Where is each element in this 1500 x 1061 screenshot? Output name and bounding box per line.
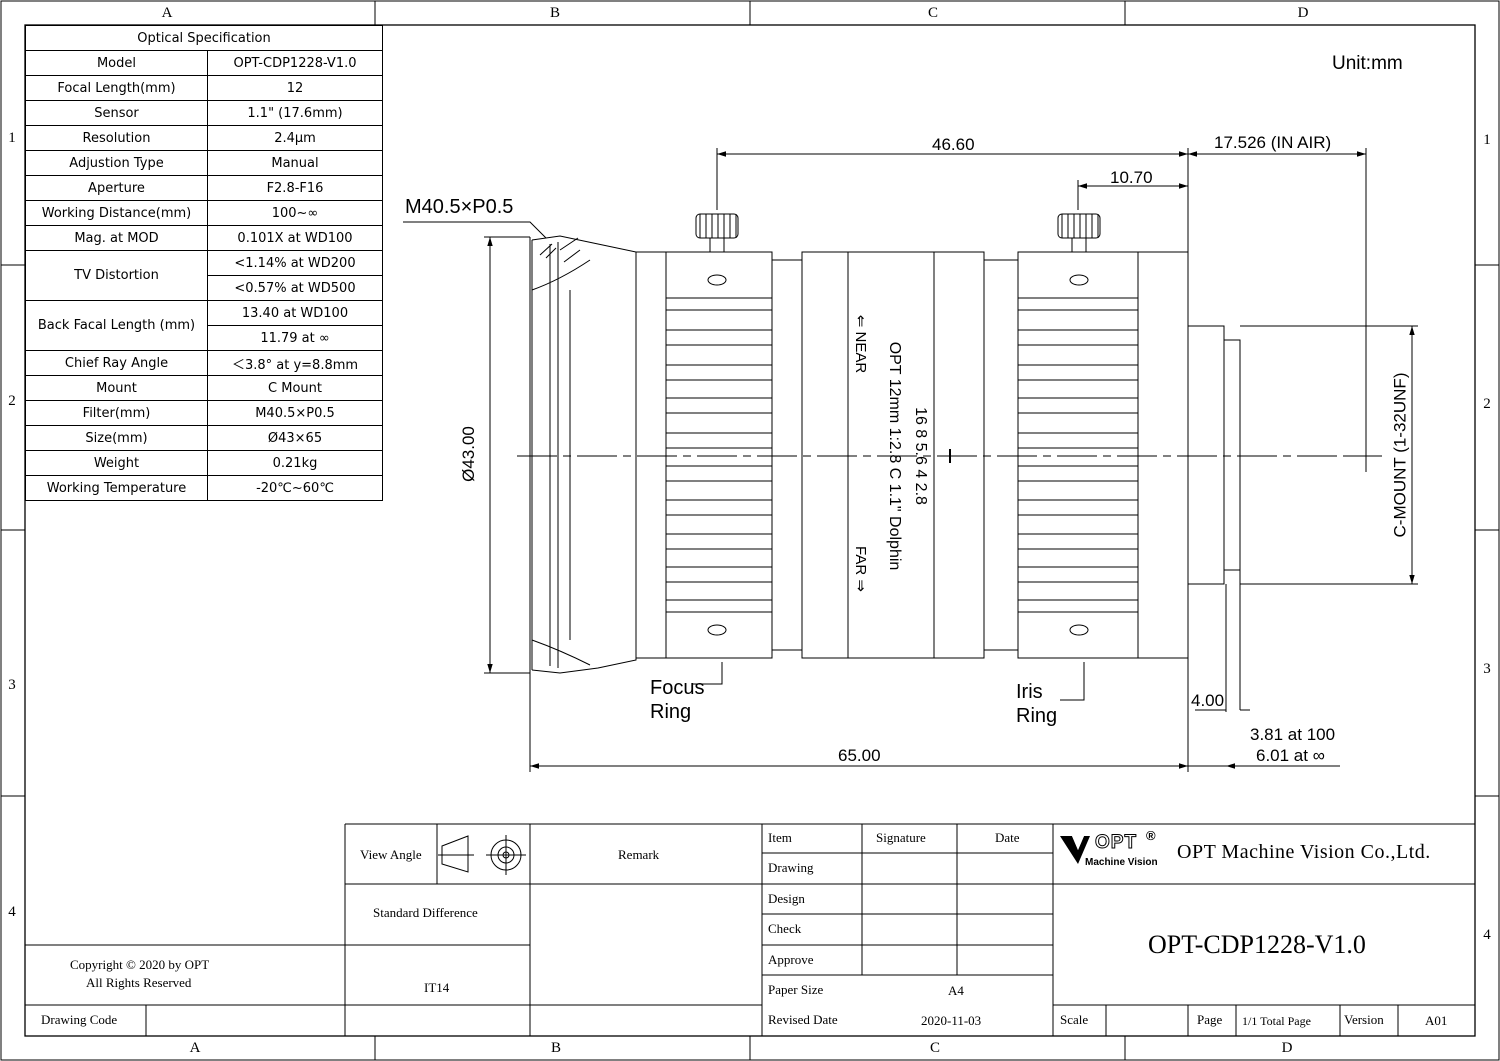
- check-row-label: Check: [768, 921, 802, 936]
- tolerance-value: IT14: [424, 980, 450, 995]
- logo-registered-mark: ®: [1146, 828, 1156, 843]
- spec-value: 0.101X at WD100: [207, 225, 383, 251]
- spec-value: 2.4μm: [207, 125, 383, 151]
- spec-label: Filter(mm): [25, 400, 208, 426]
- design-row-label: Design: [768, 891, 805, 906]
- zone-right-2: 2: [1483, 396, 1491, 412]
- spec-value: -20℃~60℃: [207, 475, 383, 501]
- zone-bottom-c: C: [929, 1040, 940, 1056]
- part-number: OPT-CDP1228-V1.0: [1148, 930, 1366, 959]
- spec-label: Model: [25, 50, 208, 76]
- zone-top-d: D: [1297, 5, 1309, 21]
- version-value: A01: [1425, 1013, 1448, 1028]
- zone-right-4: 4: [1483, 927, 1491, 943]
- spec-label: Working Temperature: [25, 475, 208, 501]
- opt-logo-icon: [1060, 836, 1090, 864]
- zone-left-4: 4: [8, 904, 16, 920]
- date-header: Date: [995, 830, 1020, 845]
- total-page-value: 1/1 Total Page: [1242, 1014, 1311, 1028]
- copyright-line-2: All Rights Reserved: [86, 975, 192, 990]
- projection-symbol-icon: [438, 835, 526, 875]
- thread-label: M40.5×P0.5: [405, 196, 514, 218]
- drawing-code-label: Drawing Code: [41, 1012, 118, 1027]
- paper-size-value: A4: [948, 983, 964, 998]
- zone-left-3: 3: [8, 677, 16, 693]
- zone-top-a: A: [161, 5, 173, 21]
- table-row: Filter(mm)M40.5×P0.5: [25, 400, 383, 426]
- spec-label: Aperture: [25, 175, 208, 201]
- table-row: Working Distance(mm)100~∞: [25, 200, 383, 226]
- logo-text: OPT: [1094, 832, 1138, 854]
- spec-value: Manual: [207, 150, 383, 176]
- zone-bottom-d: D: [1281, 1040, 1293, 1056]
- version-label: Version: [1344, 1012, 1384, 1027]
- table-row: Working Temperature-20℃~60℃: [25, 475, 383, 501]
- zone-top-c: C: [927, 5, 938, 21]
- zone-top-b: B: [549, 5, 560, 21]
- table-row: Chief Ray Angle＜3.8° at y=8.8mm: [25, 350, 383, 376]
- dimension-10-70: 10.70: [1110, 168, 1153, 187]
- spec-value: <1.14% at WD200: [207, 250, 383, 276]
- zone-left-2: 2: [8, 393, 16, 409]
- dimension-46-60: 46.60: [932, 135, 975, 154]
- dimension-6-01: 6.01 at ∞: [1256, 746, 1325, 765]
- revised-date-label: Revised Date: [768, 1012, 838, 1027]
- spec-value: 0.21kg: [207, 450, 383, 476]
- dimension-4-00: 4.00: [1191, 691, 1225, 710]
- scale-label: Scale: [1060, 1012, 1089, 1027]
- dimension-17-526: 17.526 (IN AIR): [1214, 133, 1332, 152]
- spec-value: ＜3.8° at y=8.8mm: [207, 350, 383, 376]
- copyright-line-1: Copyright © 2020 by OPT: [70, 957, 210, 972]
- spec-value: Ø43×65: [207, 425, 383, 451]
- remark-label: Remark: [618, 847, 660, 862]
- approve-row-label: Approve: [768, 952, 814, 967]
- focus-ring-label: Focus Ring: [650, 677, 705, 723]
- item-header: Item: [768, 830, 792, 845]
- zone-left-1: 1: [8, 130, 16, 146]
- unit-label: Unit:mm: [1332, 53, 1403, 74]
- spec-label: Size(mm): [25, 425, 208, 451]
- zone-bottom-a: A: [189, 1040, 201, 1056]
- spec-value: 13.40 at WD100: [207, 300, 383, 326]
- spec-value: 100~∞: [207, 200, 383, 226]
- company-name: OPT Machine Vision Co.,Ltd.: [1177, 841, 1431, 863]
- spec-value: 1.1" (17.6mm): [207, 100, 383, 126]
- zone-right-3: 3: [1483, 661, 1491, 677]
- table-row: Size(mm)Ø43×65: [25, 425, 383, 451]
- zone-right-1: 1: [1483, 132, 1491, 148]
- logo-subtitle: Machine Vision: [1085, 857, 1158, 868]
- spec-value: OPT-CDP1228-V1.0: [207, 50, 383, 76]
- spec-label: Chief Ray Angle: [25, 350, 208, 376]
- iris-ring-label: Iris Ring: [1016, 681, 1058, 727]
- paper-size-label: Paper Size: [768, 982, 824, 997]
- drawing-row-label: Drawing: [768, 860, 814, 875]
- dimension-3-81: 3.81 at 100: [1250, 725, 1336, 744]
- spec-label: Resolution: [25, 125, 208, 151]
- spec-label: Working Distance(mm): [25, 200, 208, 226]
- revised-date-value: 2020-11-03: [921, 1013, 982, 1028]
- spec-value: F2.8-F16: [207, 175, 383, 201]
- standard-difference-label: Standard Difference: [373, 905, 478, 920]
- spec-table-title: Optical Specification: [25, 25, 383, 51]
- view-angle-label: View Angle: [360, 847, 422, 862]
- page-label: Page: [1197, 1012, 1223, 1027]
- table-row: TV Distortion<1.14% at WD200: [25, 250, 383, 301]
- spec-label: TV Distortion: [25, 250, 208, 301]
- spec-value: M40.5×P0.5: [207, 400, 383, 426]
- dimension-65-00: 65.00: [838, 746, 881, 765]
- zone-bottom-b: B: [550, 1040, 561, 1056]
- signature-header: Signature: [876, 830, 926, 845]
- spec-value: C Mount: [207, 375, 383, 401]
